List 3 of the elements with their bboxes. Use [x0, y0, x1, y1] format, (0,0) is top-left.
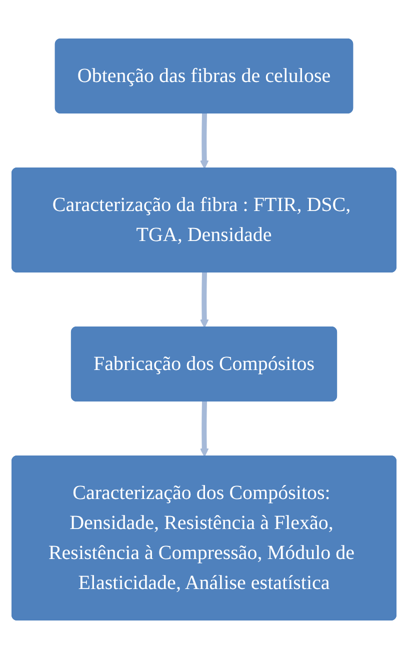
arrow — [199, 113, 208, 169]
arrow — [199, 272, 208, 328]
arrow — [199, 401, 208, 457]
